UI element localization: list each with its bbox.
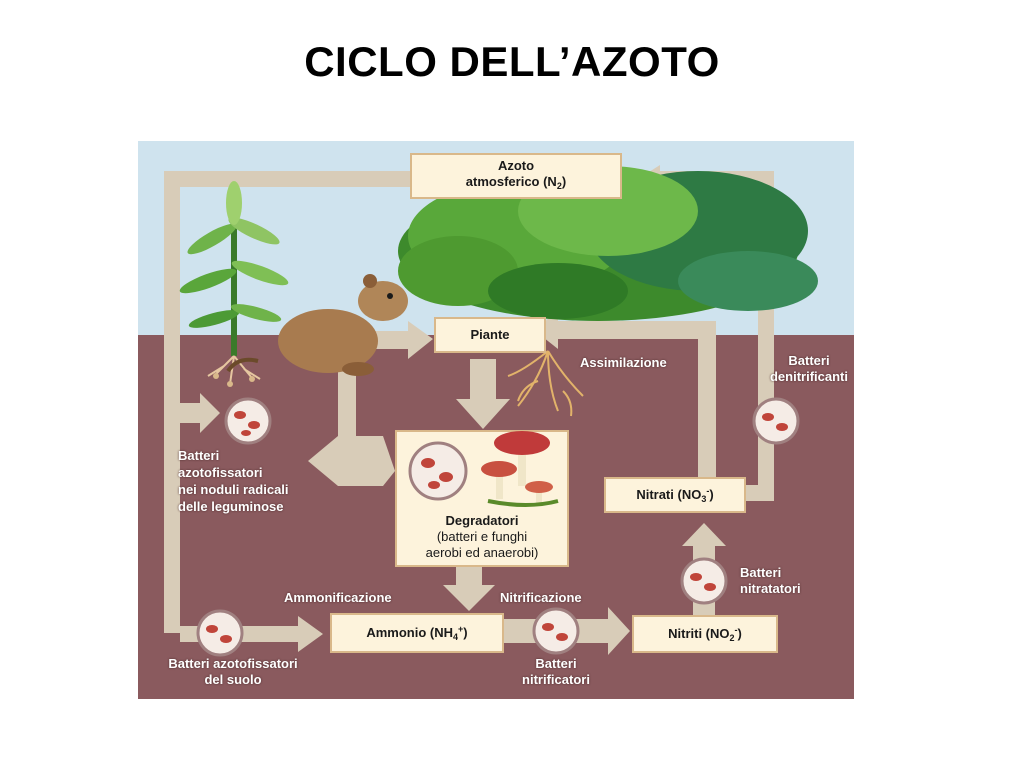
- degradatori-title: Degradatori: [445, 513, 519, 528]
- noduli-line1: Batteri: [178, 448, 220, 463]
- batteri-denitrificanti-label: Batteri denitrificanti: [764, 353, 854, 385]
- mushroom-icon: [481, 431, 559, 507]
- nitrati-sub: 3: [701, 494, 707, 504]
- plant-roots: [507, 350, 584, 417]
- azoto-line2: atmosferico (N2): [466, 174, 566, 194]
- degradatori-line2: (batteri e funghi: [436, 529, 528, 544]
- degradatori-line3: aerobi ed anaerobi): [425, 545, 539, 560]
- nitrificatori-line2: nitrificatori: [522, 672, 590, 687]
- bacteria-nitratatori: [680, 557, 728, 605]
- ammonio-formula: Ammonio (NH4+): [366, 621, 467, 645]
- noduli-line3: nei noduli radicali: [178, 482, 289, 497]
- nitratatori-line2: nitratatori: [740, 581, 801, 596]
- nitriti-formula: Nitriti (NO2-): [668, 622, 742, 646]
- nitriti-sub: 2: [729, 633, 735, 643]
- batteri-denitrificanti-line2: denitrificanti: [769, 369, 848, 384]
- piante-box: Piante: [434, 317, 546, 353]
- nitrati-formula: Nitrati (NO3-): [636, 483, 713, 507]
- suolo-line2: del suolo: [204, 672, 262, 687]
- batteri-nitratatori-label: Batteri nitratatori: [740, 565, 801, 597]
- assimilazione-label: Assimilazione: [580, 355, 667, 370]
- ammonio-box: Ammonio (NH4+): [330, 613, 504, 653]
- nitrati-box: Nitrati (NO3-): [604, 477, 746, 513]
- noduli-line4: delle leguminose: [178, 499, 284, 514]
- degradatori-text-group: Degradatori (batteri e funghi aerobi ed …: [396, 431, 568, 566]
- ammonio-end: ): [463, 625, 468, 640]
- animal: [226, 274, 408, 376]
- nitriti-text: Nitriti (NO: [668, 626, 730, 641]
- batteri-denitrificanti-line1: Batteri: [788, 353, 830, 368]
- bacteria-degradatori: [408, 441, 468, 501]
- nitrati-text: Nitrati (NO: [636, 487, 702, 502]
- bush: [398, 166, 818, 321]
- nitriti-box: Nitriti (NO2-): [632, 615, 778, 653]
- azoto-atmosferico-box: Azoto atmosferico (N2): [410, 153, 622, 199]
- nitrogen-cycle-diagram: Azoto atmosferico (N2) Piante Degradator…: [138, 141, 854, 699]
- batteri-suolo-label: Batteri azotofissatori del suolo: [138, 656, 328, 688]
- nitrati-end: ): [709, 487, 714, 502]
- ammonio-sup: +: [458, 624, 464, 634]
- nitriti-sup: -: [734, 625, 738, 635]
- azoto-sub: 2: [556, 181, 562, 191]
- noduli-line2: azotofissatori: [178, 465, 263, 480]
- nitrificazione-label: Nitrificazione: [500, 590, 582, 605]
- legume-plant: [179, 181, 289, 387]
- bacteria-noduli: [224, 397, 272, 445]
- ammonificazione-label: Ammonificazione: [284, 590, 392, 605]
- batteri-nitrificatori-label: Batteri nitrificatori: [506, 656, 606, 688]
- diagram-artwork: [138, 141, 854, 699]
- bacteria-denitrificanti: [752, 397, 800, 445]
- ammonio-sub: 4: [453, 632, 459, 642]
- azoto-line1: Azoto: [497, 158, 535, 173]
- nitrificatori-line1: Batteri: [535, 656, 577, 671]
- ammonio-text: Ammonio (NH: [366, 625, 454, 640]
- nitratatori-line1: Batteri: [740, 565, 782, 580]
- batteri-azotofissatori-noduli-label: Batteri azotofissatori nei noduli radica…: [178, 447, 289, 515]
- azoto-end: ): [561, 174, 567, 189]
- azoto-formula: atmosferico (N: [465, 174, 557, 189]
- piante-label: Piante: [470, 327, 510, 342]
- bacteria-nitrificatori: [532, 607, 580, 655]
- nitriti-end: ): [737, 626, 742, 641]
- bacteria-suolo: [196, 609, 244, 657]
- nitrati-sup: -: [706, 486, 710, 496]
- page-title: CICLO DELL’AZOTO: [304, 38, 720, 85]
- suolo-line1: Batteri azotofissatori: [168, 656, 298, 671]
